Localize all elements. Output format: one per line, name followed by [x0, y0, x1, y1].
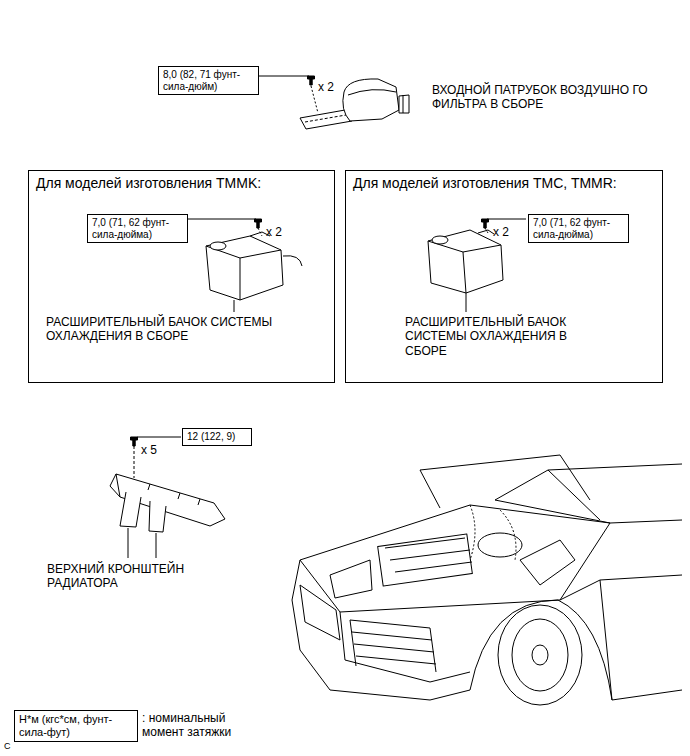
box-text: 7,0 (71, 62 фунт-сила-дюйма) — [533, 217, 624, 240]
leader-line — [487, 219, 526, 220]
bracket-drawing — [110, 446, 225, 558]
legend-description: : номинальный момент затяжки — [142, 711, 254, 740]
bolt-symbol — [308, 76, 315, 85]
torque-box: 8,0 (82, 71 фунт-сила-дюйм) — [158, 66, 259, 95]
leader-line — [187, 219, 256, 220]
bolt-symbol — [482, 219, 489, 228]
model-group-box: Для моделей изготовления TMMK: 7,0 (71, 6… — [28, 170, 335, 383]
leader-line — [137, 437, 181, 438]
quantity-label: x 2 — [493, 225, 523, 239]
box-text: 7,0 (71, 62 фунт-сила-дюйма) — [92, 217, 183, 240]
box-text: Н*м (кгс*см, фунт-сила-фут) — [19, 713, 133, 739]
bolt-symbol — [255, 219, 262, 228]
torque-box: 7,0 (71, 62 фунт-сила-дюйма) — [528, 214, 629, 243]
part-name: РАСШИРИТЕЛЬНЫЙ БАЧОК СИСТЕМЫ ОХЛАЖДЕНИЯ … — [46, 315, 314, 344]
part-name: ВХОДНОЙ ПАТРУБОК ВОЗДУШНО ГО ФИЛЬТРА В С… — [432, 83, 672, 112]
quantity-label: x 5 — [141, 443, 171, 457]
reservoir-drawing — [428, 228, 503, 312]
quantity-label: x 2 — [266, 225, 296, 239]
box-text: Для моделей изготовления TMMK: — [29, 171, 334, 196]
torque-box: 7,0 (71, 62 фунт-сила-дюйма) — [87, 214, 188, 243]
box-text: 8,0 (82, 71 фунт-сила-дюйм) — [163, 69, 254, 92]
air-inlet-drawing — [300, 79, 409, 129]
reservoir-drawing — [206, 228, 302, 312]
box-text: Для моделей изготовления TMC, TMMR: — [346, 171, 662, 196]
vehicle-drawing — [292, 455, 682, 705]
box-text: 12 (122, 9) — [187, 431, 247, 443]
bolt-symbol — [131, 437, 138, 446]
leader-line — [259, 76, 309, 77]
model-group-box: Для моделей изготовления TMC, TMMR: 7,0 (… — [345, 170, 663, 383]
part-name: ВЕРХНИЙ КРОНШТЕЙН РАДИАТОРА — [47, 562, 222, 591]
torque-unit-box: Н*м (кгс*см, фунт-сила-фут) — [14, 710, 138, 742]
part-name: РАСШИРИТЕЛЬНЫЙ БАЧОК СИСТЕМЫ ОХЛАЖДЕНИЯ … — [405, 315, 610, 358]
quantity-label: x 2 — [318, 80, 348, 94]
torque-box: 12 (122, 9) — [182, 428, 252, 446]
figure-code: C — [4, 741, 18, 752]
